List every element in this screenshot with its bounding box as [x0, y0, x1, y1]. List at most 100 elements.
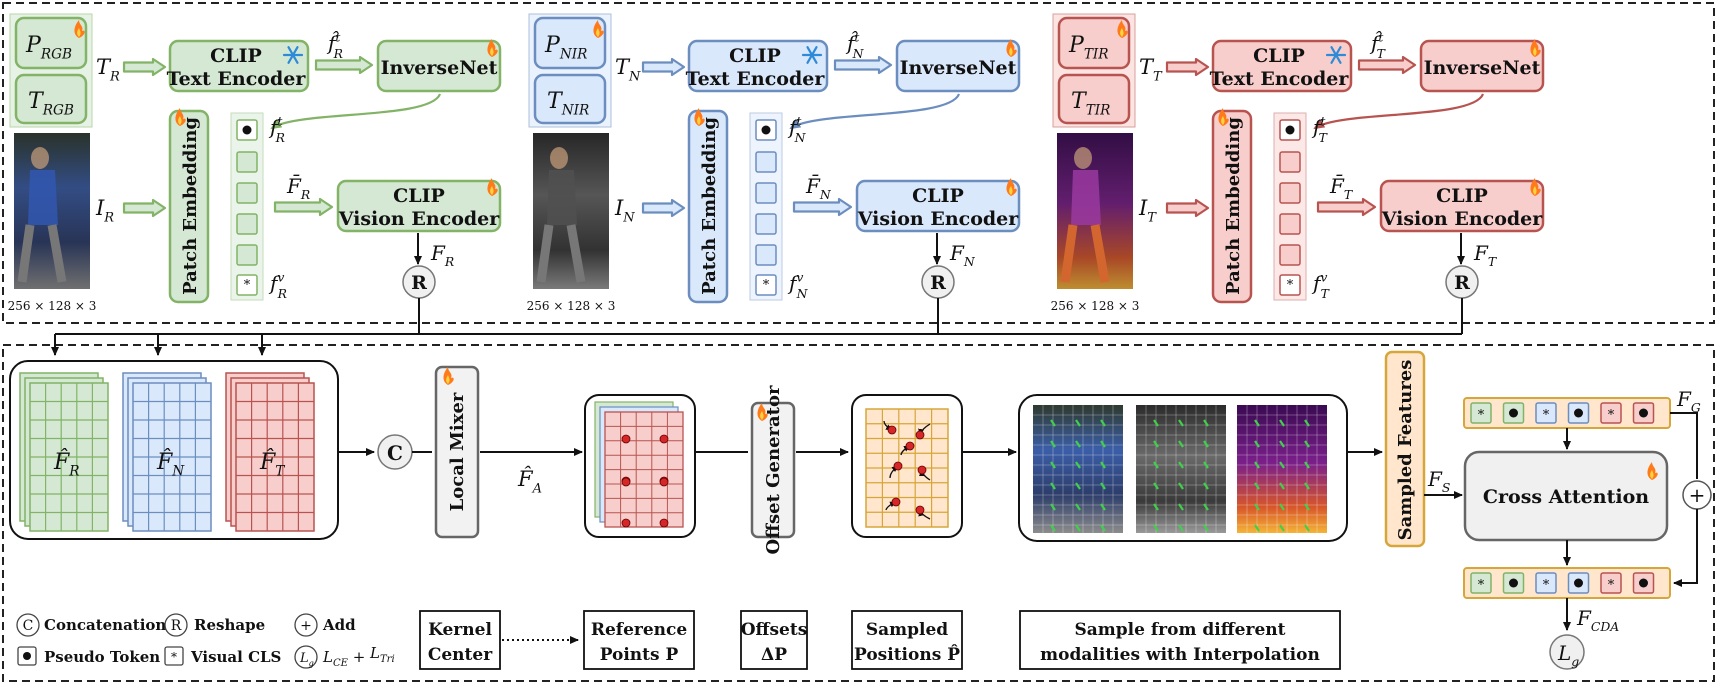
- inversenet-box: [895, 39, 1021, 93]
- token-square: [1535, 572, 1557, 594]
- fire-core: [446, 375, 450, 384]
- token-to-vision-arrow: [273, 197, 334, 217]
- fire-core: [697, 116, 701, 125]
- fire-shape: [1530, 178, 1541, 196]
- token-row-top: ***: [1463, 397, 1671, 429]
- f-s-label: FS: [1427, 467, 1450, 495]
- legend-concat-label: Concatenation: [44, 616, 166, 634]
- f-bar-label: F̄T: [1329, 173, 1354, 202]
- sample-mark: [1279, 503, 1285, 511]
- sample-mark: [1304, 461, 1310, 469]
- fire-core: [1009, 186, 1013, 195]
- fire-icon: [74, 20, 85, 38]
- inversenet-box: [1419, 39, 1545, 93]
- token-square: [755, 151, 777, 173]
- token-square: [1279, 244, 1301, 266]
- f-out-label: FT: [1473, 241, 1498, 269]
- cls-token-star: *: [1608, 578, 1615, 593]
- text-encoder-title: CLIP: [1253, 45, 1305, 67]
- sample-mark: [1050, 440, 1056, 448]
- fire-icon: [1006, 39, 1017, 57]
- sampled-point: [915, 430, 925, 440]
- sample-mark: [1254, 440, 1260, 448]
- token-square: [1600, 402, 1622, 424]
- legend-concat-icon: [16, 613, 40, 637]
- snowflake-arm: [287, 46, 299, 64]
- cls-token-star: *: [1478, 408, 1485, 423]
- text-encoder-subtitle: Text Encoder: [1210, 68, 1350, 90]
- sample-mark: [1178, 440, 1184, 448]
- sample-mark: [1075, 524, 1081, 532]
- sample-mark: [1178, 482, 1184, 490]
- loss-circle: [1549, 634, 1585, 670]
- fire-core: [1120, 28, 1124, 37]
- sample-mark: [1050, 482, 1056, 490]
- token-square: [236, 244, 258, 266]
- f-bar-label: F̄R: [286, 173, 310, 202]
- fire-core: [490, 47, 494, 56]
- snowflake-icon: [801, 46, 823, 64]
- caption-box: [1019, 610, 1341, 670]
- reference-point: [621, 477, 631, 487]
- token-square: [1470, 572, 1492, 594]
- fire-shape: [1006, 39, 1017, 57]
- f-a-label: F̂A: [517, 467, 542, 496]
- bottom-section-frame: [2, 344, 1715, 682]
- person-head: [550, 147, 568, 169]
- caption-box: [583, 610, 695, 670]
- inversenet-label: InverseNet: [1424, 57, 1541, 79]
- prompt-p-box: [1057, 16, 1131, 70]
- sample-mark: [1304, 503, 1310, 511]
- local-mixer-label: Local Mixer: [447, 392, 468, 511]
- caption-line-2: modalities with Interpolation: [1040, 645, 1320, 665]
- person-torso: [547, 170, 577, 225]
- vision-encoder-subtitle: Vision Encoder: [857, 208, 1020, 230]
- fire-shape: [1530, 39, 1541, 57]
- fire-icon: [694, 108, 705, 126]
- text-encoder-box: [1211, 39, 1353, 93]
- sample-mark: [1178, 524, 1184, 532]
- pseudo-token-dot: [1509, 408, 1518, 418]
- sample-mark: [1304, 482, 1310, 490]
- sample-mark: [1279, 440, 1285, 448]
- image-size-label: 256 × 128 × 3: [8, 299, 97, 313]
- text-input-arrow: [641, 57, 686, 77]
- caption-line-1: Reference: [591, 620, 688, 640]
- patch-embedding-label: Patch Embedding: [180, 117, 201, 295]
- token-square: [1600, 572, 1622, 594]
- sample-mark: [1203, 524, 1209, 532]
- vision-encoder-title: CLIP: [1436, 185, 1488, 207]
- cls-token-star: *: [1543, 408, 1550, 423]
- caption-box: [851, 610, 963, 670]
- visual-cls-star: *: [244, 278, 251, 293]
- prompt-p-box: [14, 16, 88, 70]
- inversenet-label: InverseNet: [900, 57, 1017, 79]
- legend-reshape-label: Reshape: [194, 616, 265, 634]
- sample-mark: [1254, 461, 1260, 469]
- text-input-label: TT: [1139, 55, 1163, 84]
- encoder-to-inverse-arrow: [1357, 55, 1417, 75]
- text-input-arrow: [122, 57, 167, 77]
- fire-core: [1009, 47, 1013, 56]
- token-square: [1535, 402, 1557, 424]
- fire-shape: [487, 39, 498, 57]
- inverse-to-token-arrow: [789, 93, 961, 130]
- person-torso: [1071, 170, 1101, 225]
- sample-mark: [1153, 503, 1159, 511]
- caption-line-1: Sampled: [866, 620, 948, 640]
- reference-point: [659, 477, 669, 487]
- token-to-vision-arrow: [1316, 197, 1377, 217]
- sample-mark: [1153, 524, 1159, 532]
- reshape-symbol: R: [1454, 272, 1470, 294]
- inversenet-box: [376, 39, 502, 93]
- image-size-label: 256 × 128 × 3: [1051, 299, 1140, 313]
- local-mixer-box: [434, 365, 480, 539]
- fire-icon: [487, 178, 498, 196]
